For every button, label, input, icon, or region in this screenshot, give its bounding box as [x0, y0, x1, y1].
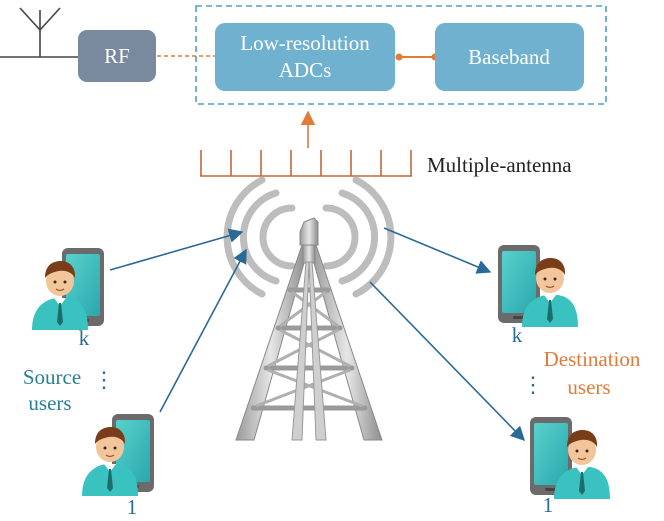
dest-user-k-icon: [497, 244, 579, 328]
source-1-uplink-arrow: [159, 248, 247, 413]
adc-block: Low-resolution ADCs: [215, 23, 395, 91]
cell-tower-icon: [223, 176, 395, 441]
source-user-1-icon: [81, 413, 155, 497]
rf-label: RF: [104, 44, 130, 68]
source-user-k-icon: [31, 247, 105, 331]
antenna-array-label: Multiple-antenna: [427, 153, 572, 177]
dest-user-1-label: 1: [543, 493, 554, 517]
signal-arrows: [109, 227, 526, 442]
source-user-k-label: k: [79, 326, 90, 350]
source-ellipsis: ⋮: [93, 367, 115, 392]
dest-user-k-label: k: [512, 323, 523, 347]
adc-label-line2: ADCs: [279, 58, 332, 82]
destination-users-label-line2: users: [567, 375, 610, 399]
dest-1-downlink-arrow: [369, 281, 526, 442]
receiver-frame: [195, 5, 607, 105]
dest-ellipsis: ⋮: [522, 372, 544, 397]
dest-k-downlink-arrow: [383, 227, 492, 274]
dest-user-1-icon: [529, 416, 611, 500]
source-user-1-label: 1: [127, 495, 138, 519]
antenna-icon: [0, 7, 78, 58]
baseband-label: Baseband: [468, 45, 550, 69]
source-users-label-line2: users: [28, 391, 71, 415]
baseband-block: Baseband: [435, 23, 584, 91]
adc-to-baseband-connector: [395, 53, 439, 61]
antenna-array-icon: [200, 150, 412, 177]
destination-users-label-line1: Destination: [544, 347, 641, 371]
rf-block: RF: [78, 30, 156, 82]
adc-label-line1: Low-resolution: [240, 31, 370, 55]
source-k-uplink-arrow: [109, 228, 244, 271]
source-users-label-line1: Source: [23, 365, 81, 389]
